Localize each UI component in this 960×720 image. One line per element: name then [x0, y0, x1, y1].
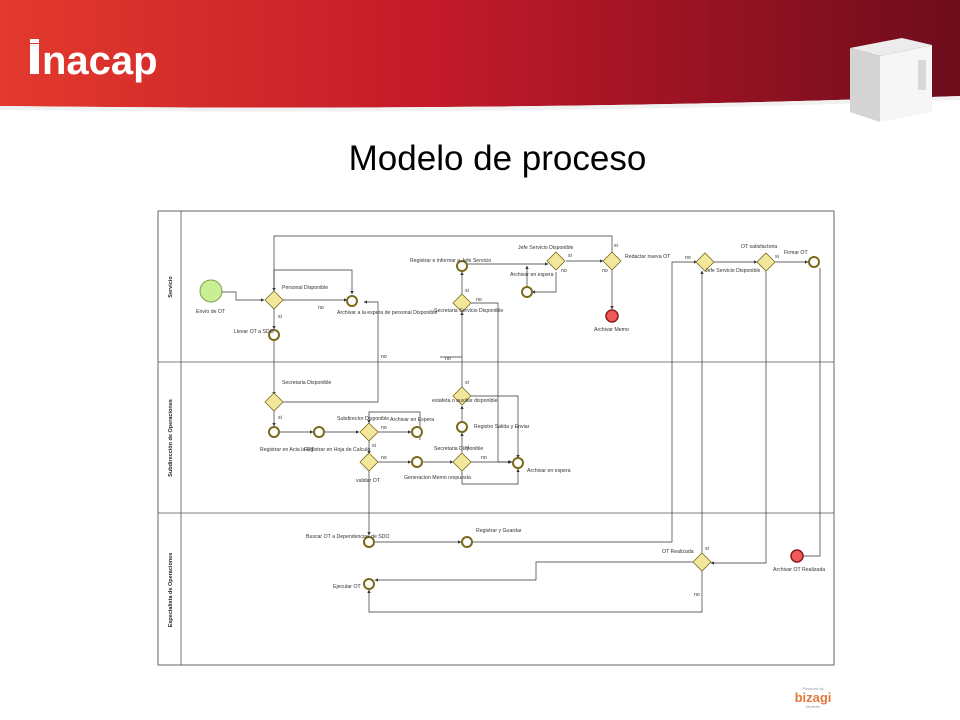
label-registrar-informar: Registrar e informar a Jefe Servicio: [410, 258, 491, 264]
label-archivar-en-espera-2: Archivar en Espera: [390, 417, 434, 423]
gateway-jefe-servicio-2: [695, 252, 715, 272]
label-archivar-en-espera-3: Archivar en espera: [527, 468, 571, 474]
task-buscar-ot: [363, 536, 375, 548]
label-archivar-ot-realizada: Archivar OT Realizada: [773, 567, 825, 573]
task-ejecutar-ot: [363, 578, 375, 590]
gateway-ot-satisfactoria: [756, 252, 776, 272]
label-ot-satisfactoria: OT satisfactoria: [741, 244, 777, 250]
label-validar-ot: validar OT: [356, 478, 381, 484]
gateway-secretaria-servicio: [452, 293, 472, 313]
page-title: Modelo de proceso: [348, 139, 647, 178]
label-registro-salida: Registro Salida y Enviar: [474, 424, 530, 430]
gateway-secretaria-disponible-2: [452, 452, 472, 472]
edge-label: si: [465, 288, 469, 294]
task-archivar-espera-2: [411, 426, 423, 438]
gateway-secretaria-disponible: [264, 392, 284, 412]
label-secretaria-disponible: Secretaria Disponible: [282, 380, 331, 386]
watermark-sub: Modeler: [805, 704, 821, 709]
task-archivar-espera-personal: [346, 295, 358, 307]
task-registrar-guardar: [461, 536, 473, 548]
label-registrar-guardar: Registrar y Guardar: [476, 528, 522, 534]
edge-label: si: [278, 415, 282, 421]
edge-label: si: [278, 314, 282, 320]
label-registrar-hoja: Registrar en Hoja de Calculo: [304, 447, 370, 453]
edge-label: no: [685, 255, 691, 261]
label-ejecutar-ot: Ejecutar OT: [333, 584, 362, 590]
edge-label: no: [481, 455, 487, 461]
label-jefe-servicio-2: Jefe Servicio Disponible: [705, 268, 760, 274]
task-registrar-hoja: [313, 426, 325, 438]
task-registro-salida: [456, 421, 468, 433]
label-firmar-ot: Firmar OT: [784, 250, 808, 256]
inacap-logo: nacap: [30, 39, 158, 83]
edge-label: no: [381, 425, 387, 431]
node-labels: Envío de OT Personal Disponible Archivar…: [196, 244, 825, 590]
gateways: [264, 251, 776, 572]
start-event-envio: [199, 279, 223, 303]
label-secretaria-disponible-2: Secretaria Disponible: [434, 446, 483, 452]
edge-labels: no si no si no si no no si si no si no s…: [278, 243, 779, 598]
edge-label: no: [602, 268, 608, 274]
task-archivar-en-espera: [521, 286, 533, 298]
label-registrar-acta: Registrar en Acta la OT: [260, 447, 315, 453]
gateway-jefe-servicio: [546, 251, 566, 271]
task-registrar-acta: [268, 426, 280, 438]
edge-label: no: [561, 268, 567, 274]
label-subdirector-disponible: Subdirector Disponible: [337, 416, 389, 422]
edge-label: no: [318, 305, 324, 311]
connectors: [222, 235, 821, 613]
label-archivar-en-espera: Archivar en espera: [510, 272, 554, 278]
gateway-validar-ot: [359, 452, 379, 472]
task-archivar-espera-3: [512, 457, 524, 469]
edge-label: no: [445, 356, 451, 362]
header-banner: [0, 0, 960, 122]
edge-label: si: [372, 443, 376, 449]
label-llevar-ot: Llevar OT a SDO: [234, 329, 274, 335]
lane-label-especialista: Especialista de Operaciones: [168, 553, 174, 628]
edge-label: si: [614, 243, 618, 249]
gateway-subdirector-disponible: [359, 422, 379, 442]
edge-label: si: [465, 380, 469, 386]
edge-label: no: [381, 354, 387, 360]
label-buscar-ot: Buscar OT a Dependencias de SDO: [306, 534, 390, 540]
edge-label: si: [568, 253, 572, 259]
gateway-personal-disponible: [264, 290, 284, 310]
edge-label: no: [381, 455, 387, 461]
label-estafeta: estafeta o auxiliar disponible: [432, 398, 498, 404]
gateway-redactar: [602, 251, 622, 271]
lane-label-subdireccion: Subdirección de Operaciones: [168, 399, 174, 477]
label-envio-ot: Envío de OT: [196, 309, 226, 315]
label-ot-realizada: OT Realizada: [662, 549, 694, 555]
label-jefe-servicio-disponible: Jefe Servicio Disponible: [518, 245, 573, 251]
task-llevar-ot: [268, 329, 280, 341]
edge-label: si: [465, 445, 469, 451]
edge-label: no: [476, 297, 482, 303]
task-nodes: [268, 256, 820, 590]
cube-logo-icon: [850, 38, 932, 122]
label-personal-disponible: Personal Disponible: [282, 285, 328, 291]
label-generacion-memo: Generacion Memo respuesta: [404, 475, 471, 481]
gateway-estafeta: [452, 386, 472, 406]
end-event-archivar-ot: [790, 549, 804, 563]
label-archivar-espera-personal: Archivar a la espera de personal Disponi…: [337, 310, 437, 316]
bizagi-watermark: Powered by bizagi Modeler: [788, 686, 838, 709]
label-redactar-nueva-ot: Redactar nueva OT: [625, 254, 671, 260]
edge-label: si: [705, 546, 709, 552]
gateway-ot-realizada: [692, 552, 712, 572]
label-archivar-memo: Archivar Memo: [594, 327, 629, 333]
edge-label: no: [694, 592, 700, 598]
task-firmar-ot: [808, 256, 820, 268]
end-event-archivar-memo: [605, 309, 619, 323]
task-registrar-informar: [456, 260, 468, 272]
watermark-top: Powered by: [802, 686, 824, 691]
task-generacion-memo: [411, 456, 423, 468]
edge-label: si: [775, 254, 779, 260]
lane-label-servicio: Servicio: [168, 276, 174, 298]
brand-wordmark: nacap: [42, 39, 158, 83]
label-secretaria-servicio: Secretaria Servicio Disponible: [434, 308, 503, 314]
watermark-logo: bizagi: [794, 690, 832, 705]
